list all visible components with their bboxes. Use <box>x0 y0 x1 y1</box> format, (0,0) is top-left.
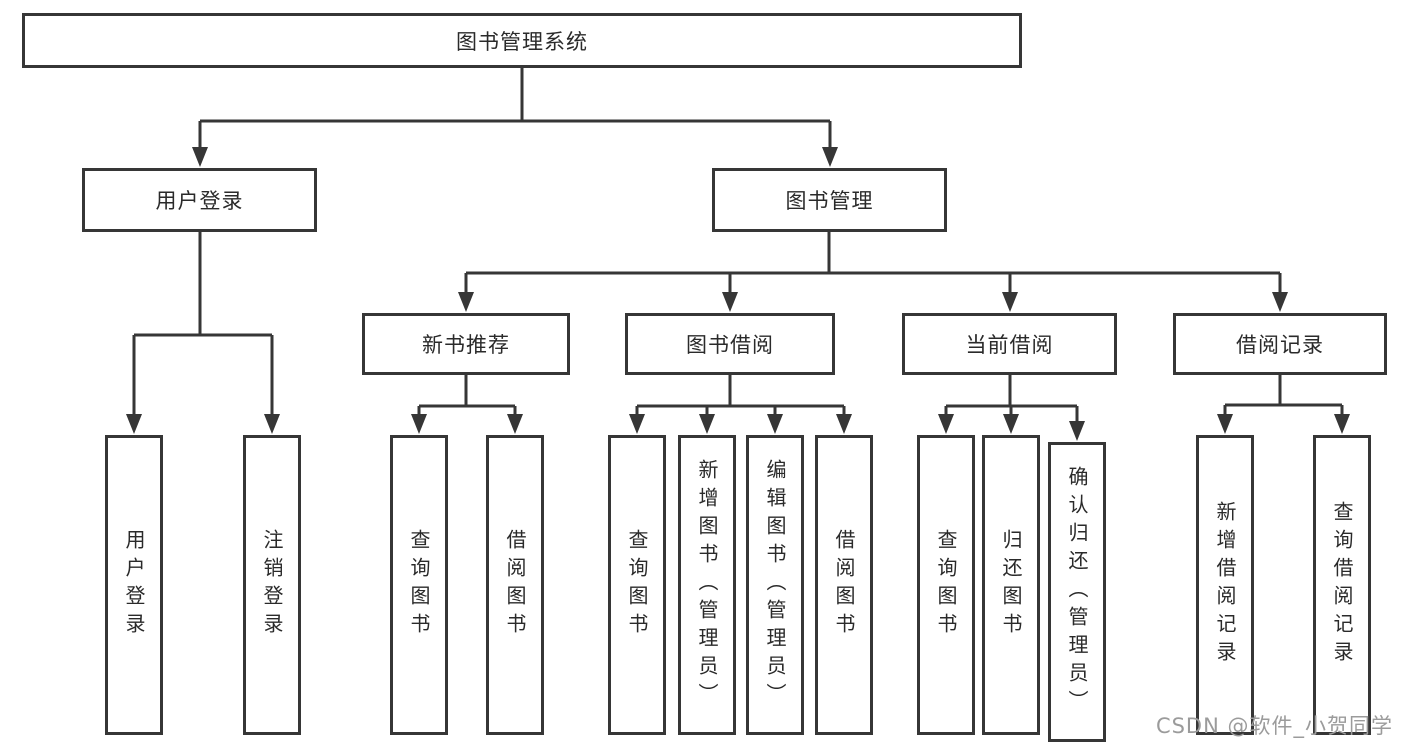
leaf-query-books-current: 查询图书 <box>917 435 975 735</box>
leaf-user-login-label: 用户登录 <box>122 529 146 641</box>
connector-user-login-to-leaves <box>126 232 280 434</box>
node-user-login: 用户登录 <box>82 168 317 232</box>
leaf-query-books-current-label: 查询图书 <box>934 529 958 641</box>
node-borrow-records: 借阅记录 <box>1173 313 1387 375</box>
node-book-borrow: 图书借阅 <box>625 313 835 375</box>
node-borrow-records-label: 借阅记录 <box>1236 333 1324 357</box>
leaf-query-borrow-record: 查询借阅记录 <box>1313 435 1371 735</box>
csdn-watermark: CSDN @软件_小贺同学 <box>1155 714 1393 738</box>
node-book-management: 图书管理 <box>712 168 947 232</box>
leaf-add-book-admin: 新增图书（管理员） <box>678 435 736 735</box>
leaf-confirm-return-admin-label: 确认归还（管理员） <box>1065 466 1089 718</box>
leaf-return-book: 归还图书 <box>982 435 1040 735</box>
leaf-query-books-recommend-label: 查询图书 <box>407 529 431 641</box>
node-book-borrow-label: 图书借阅 <box>686 333 774 357</box>
leaf-return-book-label: 归还图书 <box>999 529 1023 641</box>
node-new-book-recommend: 新书推荐 <box>362 313 570 375</box>
leaf-logout: 注销登录 <box>243 435 301 735</box>
leaf-query-borrow-record-label: 查询借阅记录 <box>1330 501 1354 669</box>
connector-book-management-to-level3 <box>458 232 1288 312</box>
connector-current-borrow-to-leaves <box>938 375 1085 441</box>
node-current-borrow: 当前借阅 <box>902 313 1117 375</box>
leaf-add-borrow-record: 新增借阅记录 <box>1196 435 1254 735</box>
leaf-user-login: 用户登录 <box>105 435 163 735</box>
leaf-query-books-borrow: 查询图书 <box>608 435 666 735</box>
leaf-borrow-books-recommend-label: 借阅图书 <box>503 529 527 641</box>
connector-new-book-recommend-to-leaves <box>411 375 523 434</box>
node-user-login-label: 用户登录 <box>155 189 244 213</box>
leaf-add-book-admin-label: 新增图书（管理员） <box>695 459 719 711</box>
leaf-edit-book-admin-label: 编辑图书（管理员） <box>763 459 787 711</box>
node-root-label: 图书管理系统 <box>456 29 588 54</box>
leaf-add-borrow-record-label: 新增借阅记录 <box>1213 501 1237 669</box>
leaf-confirm-return-admin: 确认归还（管理员） <box>1048 442 1106 742</box>
leaf-borrow-books-recommend: 借阅图书 <box>486 435 544 735</box>
connector-borrow-records-to-leaves <box>1217 375 1350 434</box>
leaf-query-books-borrow-label: 查询图书 <box>625 529 649 641</box>
leaf-query-books-recommend: 查询图书 <box>390 435 448 735</box>
leaf-borrow-books-label: 借阅图书 <box>832 529 856 641</box>
node-current-borrow-label: 当前借阅 <box>965 333 1054 357</box>
connector-book-borrow-to-leaves <box>629 375 852 434</box>
node-root: 图书管理系统 <box>22 13 1022 68</box>
node-book-management-label: 图书管理 <box>785 189 874 213</box>
leaf-borrow-books: 借阅图书 <box>815 435 873 735</box>
connector-root-to-level2 <box>192 68 838 167</box>
node-new-book-recommend-label: 新书推荐 <box>422 333 510 357</box>
leaf-edit-book-admin: 编辑图书（管理员） <box>746 435 804 735</box>
leaf-logout-label: 注销登录 <box>260 529 284 641</box>
